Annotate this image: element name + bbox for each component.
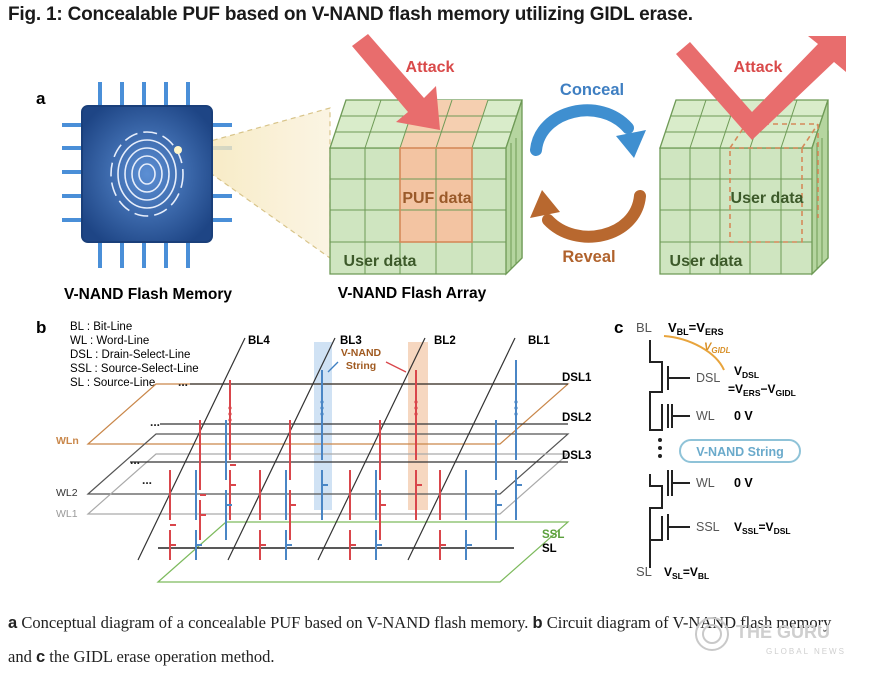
- chip-label: V-NAND Flash Memory: [64, 286, 232, 303]
- c-vbl-eq: VBL=VERS: [668, 320, 723, 337]
- attack-arrow-right: [676, 36, 846, 140]
- blue-strings: [195, 360, 522, 560]
- c-string-pill: [679, 439, 801, 463]
- caption-b-text: Circuit diagram of V-NAND flash memory a…: [8, 613, 832, 666]
- dsl1-label: DSL1: [562, 372, 592, 384]
- conceal-arrow: [530, 104, 646, 158]
- panel-b-legend: BL : Bit-Line WL : Word-Line DSL : Drain…: [70, 321, 199, 389]
- c-vdsl-eq: =VERS−VGIDL: [728, 382, 796, 398]
- dsl2-label: DSL2: [562, 412, 591, 424]
- attack-left-label: Attack: [406, 59, 455, 76]
- c-bl-label: BL: [636, 320, 652, 335]
- dsl-lines: [130, 383, 568, 463]
- c-vgidl: VGIDL: [704, 341, 731, 355]
- wl2-label: WL2: [56, 487, 78, 499]
- panel-a-label: a: [36, 89, 46, 108]
- c-sl-label: SL: [636, 564, 652, 579]
- c-wl-top: WL: [696, 409, 715, 423]
- watermark-sub: GLOBAL NEWS: [766, 647, 846, 656]
- zoom-beam: [176, 107, 331, 260]
- bit-lines: [137, 337, 516, 561]
- legend-dsl: DSL : Drain-Select-Line: [70, 349, 190, 361]
- c-vsl: VSL=VBL: [664, 565, 709, 581]
- array-label: V-NAND Flash Array: [338, 285, 487, 302]
- bl1-label: BL1: [528, 335, 550, 347]
- string-dots-red: [228, 400, 418, 422]
- dots-4: ...: [142, 473, 152, 487]
- watermark-name: THE GURU: [736, 622, 830, 642]
- c-dsl-label: DSL: [696, 371, 720, 385]
- wln-label: WLn: [56, 435, 79, 447]
- legend-bl: BL : Bit-Line: [70, 321, 132, 333]
- ssl-label-b: SSL: [542, 529, 564, 541]
- c-ssl-label: SSL: [696, 520, 720, 534]
- c-wl-bottom: WL: [696, 476, 715, 490]
- bl4-label: BL4: [248, 335, 270, 347]
- c-string-circuit: [649, 340, 690, 568]
- figure-caption: a Conceptual diagram of a concealable PU…: [8, 606, 858, 674]
- caption-c-text: the GIDL erase operation method.: [45, 647, 275, 666]
- vnand-string-label-line2: String: [346, 360, 376, 372]
- chip-focus-dot: [174, 146, 182, 154]
- panel-b-label: b: [36, 318, 46, 337]
- gidl-curve: [663, 335, 725, 371]
- c-wl-top-v: 0 V: [734, 409, 753, 423]
- wl1-label: WL1: [56, 508, 78, 520]
- legend-ssl: SSL : Source-Select-Line: [70, 363, 199, 375]
- attack-right-label: Attack: [734, 59, 783, 76]
- bl2-label: BL2: [434, 335, 456, 347]
- caption-c-label: c: [35, 648, 46, 666]
- watermark-logo: THE GURU GLOBAL NEWS: [695, 617, 846, 656]
- c-string-label: V-NAND String: [696, 445, 784, 459]
- dots-1: ...: [178, 375, 188, 389]
- c-vdsl: VDSL: [734, 364, 759, 380]
- dots-3: ...: [130, 453, 140, 467]
- caption-b-label: b: [532, 614, 543, 632]
- sl-label-b: SL: [542, 543, 557, 555]
- red-strings: [169, 370, 446, 560]
- reveal-arrow: [530, 190, 646, 243]
- conceal-label: Conceal: [560, 81, 624, 99]
- user-data-right-inner-label: User data: [731, 190, 804, 207]
- flash-array-cube-left: [329, 99, 523, 276]
- vnand-string-pointers: [327, 361, 407, 373]
- fingerprint-icon: [110, 131, 184, 217]
- user-data-left-label: User data: [344, 253, 417, 270]
- legend-sl: SL : Source-Line: [70, 377, 155, 389]
- attack-arrow-left: [352, 34, 440, 130]
- puf-data-label: PUF data: [402, 190, 471, 207]
- legend-wl: WL : Word-Line: [70, 335, 149, 347]
- vnand-string-label-line1: V-NAND: [341, 347, 382, 359]
- caption-a-text: Conceptual diagram of a concealable PUF …: [17, 613, 533, 632]
- user-data-right-label: User data: [670, 253, 743, 270]
- reveal-label: Reveal: [562, 248, 615, 266]
- figure-canvas: a V-NAND Flash Memory: [36, 34, 846, 583]
- dsl3-label: DSL3: [562, 450, 591, 462]
- chip-pins: [62, 82, 232, 268]
- c-vssl: VSSL=VDSL: [734, 520, 791, 536]
- c-wl-bottom-v: 0 V: [734, 476, 753, 490]
- dots-2: ...: [150, 415, 160, 429]
- caption-a-label: a: [8, 614, 18, 632]
- string-dots-blue: [320, 400, 518, 416]
- c-dots: [658, 438, 662, 458]
- panel-c-label: c: [614, 318, 623, 337]
- wordline-planes: [86, 383, 570, 583]
- bl3-label: BL3: [340, 335, 362, 347]
- figure-title: Fig. 1: Concealable PUF based on V-NAND …: [8, 4, 693, 25]
- chip-body: [81, 105, 213, 243]
